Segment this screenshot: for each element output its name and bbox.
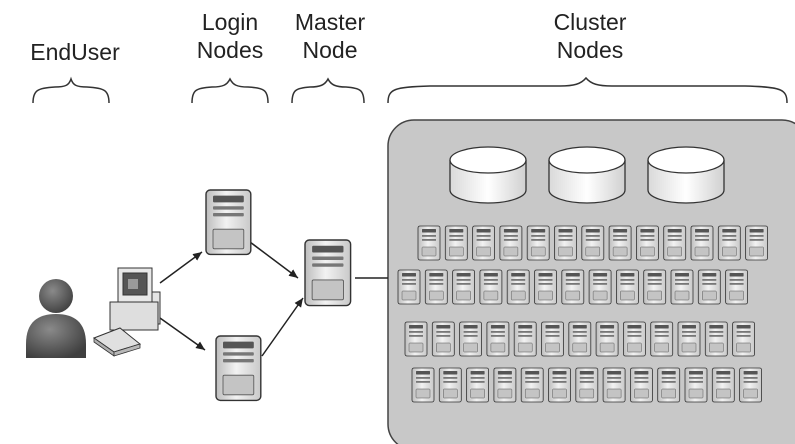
compute-node-icon [616, 269, 639, 305]
compute-node-icon [499, 225, 523, 261]
compute-node-icon [630, 367, 653, 403]
user-icon [26, 279, 86, 358]
compute-node-icon [404, 321, 428, 357]
link-login-top-to-master [249, 241, 299, 279]
compute-node-icon [397, 269, 421, 305]
login-server-bottom [215, 335, 262, 402]
master-node-label: Master Node [280, 8, 380, 64]
compute-node-icon [486, 321, 510, 357]
storage-disk-2 [548, 146, 626, 204]
compute-node-icon [568, 321, 592, 357]
compute-node-icon [459, 321, 483, 357]
compute-node-icon [608, 225, 632, 261]
compute-node-icon [739, 367, 762, 403]
cluster-nodes-label-line2: Nodes [556, 37, 624, 63]
link-workstation-to-login-top [159, 251, 203, 284]
cluster-nodes-label-line1: Cluster [553, 9, 627, 35]
compute-node-icon [581, 225, 605, 261]
compute-node-icon [602, 367, 626, 403]
compute-node-icon [643, 269, 667, 305]
cluster-nodes-brace [387, 76, 788, 104]
compute-node-icon [670, 269, 694, 305]
master-node-label-line2: Node [302, 37, 358, 63]
end-user-brace [32, 76, 110, 104]
compute-node-icon [690, 225, 714, 261]
compute-node-icon [493, 367, 517, 403]
compute-node-icon [479, 269, 503, 305]
compute-node-icon [636, 225, 659, 261]
compute-node-icon [561, 269, 585, 305]
compute-node-icon [513, 321, 537, 357]
compute-node-icon [704, 321, 728, 357]
compute-node-icon [711, 367, 735, 403]
compute-node-icon [745, 225, 768, 261]
compute-node-icon [417, 225, 441, 261]
master-node-brace [291, 77, 365, 104]
compute-node-icon [732, 321, 755, 357]
compute-node-icon [575, 367, 599, 403]
compute-node-icon [684, 367, 708, 403]
compute-node-icon [541, 321, 564, 357]
compute-node-icon [677, 321, 701, 357]
login-nodes-brace [191, 77, 269, 104]
storage-disk-1 [449, 146, 527, 204]
compute-node-icon [520, 367, 544, 403]
master-server [304, 239, 352, 307]
login-nodes-label-line2: Nodes [196, 37, 264, 63]
cluster-compute-nodes [397, 225, 768, 403]
compute-node-icon [452, 269, 476, 305]
compute-node-icon [588, 269, 612, 305]
compute-node-icon [657, 367, 681, 403]
compute-node-icon [650, 321, 674, 357]
compute-node-icon [623, 321, 646, 357]
workstation-icon [92, 267, 161, 357]
link-workstation-to-login-bottom [159, 317, 206, 351]
login-server-top [205, 189, 252, 256]
compute-node-icon [717, 225, 741, 261]
compute-node-icon [548, 367, 571, 403]
login-nodes-label-line1: Login [201, 9, 259, 35]
compute-node-icon [411, 367, 435, 403]
login-nodes-label: Login Nodes [180, 8, 280, 64]
compute-node-icon [663, 225, 687, 261]
compute-node-icon [697, 269, 721, 305]
storage-disk-3 [647, 146, 725, 204]
compute-node-icon [725, 269, 748, 305]
master-node-label-line1: Master [294, 9, 366, 35]
compute-node-icon [595, 321, 619, 357]
end-user-label: EndUser [30, 39, 120, 65]
compute-node-icon [424, 269, 448, 305]
compute-node-icon [506, 269, 530, 305]
compute-node-icon [431, 321, 455, 357]
compute-node-icon [554, 225, 577, 261]
compute-node-icon [526, 225, 550, 261]
compute-node-icon [472, 225, 496, 261]
compute-node-icon [534, 269, 557, 305]
cluster-nodes-label: Cluster Nodes [530, 8, 650, 64]
link-login-bottom-to-master [261, 297, 304, 357]
compute-node-icon [438, 367, 462, 403]
compute-node-icon [444, 225, 468, 261]
compute-node-icon [466, 367, 490, 403]
